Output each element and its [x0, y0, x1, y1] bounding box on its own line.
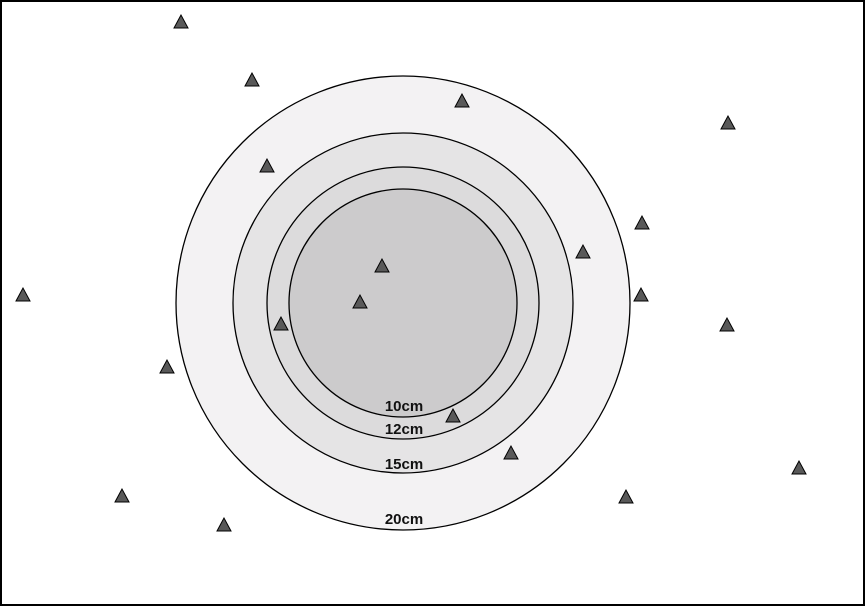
markers-group: [15, 13, 807, 532]
ring-10cm: [288, 188, 518, 418]
triangle-icon: [244, 71, 260, 87]
triangle-icon: [633, 286, 649, 302]
triangle-icon: [114, 487, 130, 503]
rings-group: [175, 75, 631, 531]
triangle-icon: [575, 243, 591, 259]
triangle-icon: [374, 257, 390, 273]
triangle-icon: [273, 315, 289, 331]
triangle-icon: [503, 444, 519, 460]
triangle-icon: [216, 516, 232, 532]
ring-label-10cm: 10cm: [385, 398, 423, 415]
triangle-icon: [454, 92, 470, 108]
triangle-icon: [720, 114, 736, 130]
triangle-icon: [634, 214, 650, 230]
triangle-icon: [719, 316, 735, 332]
triangle-icon: [618, 488, 634, 504]
triangle-icon: [159, 358, 175, 374]
triangle-icon: [445, 407, 461, 423]
triangle-icon: [259, 157, 275, 173]
triangle-icon: [352, 293, 368, 309]
ring-label-12cm: 12cm: [385, 421, 423, 438]
triangle-icon: [15, 286, 31, 302]
ring-label-15cm: 15cm: [385, 456, 423, 473]
triangle-icon: [791, 459, 807, 475]
ring-label-20cm: 20cm: [385, 511, 423, 528]
triangle-icon: [173, 13, 189, 29]
ring-labels: 10cm 12cm 15cm 20cm: [385, 398, 423, 528]
